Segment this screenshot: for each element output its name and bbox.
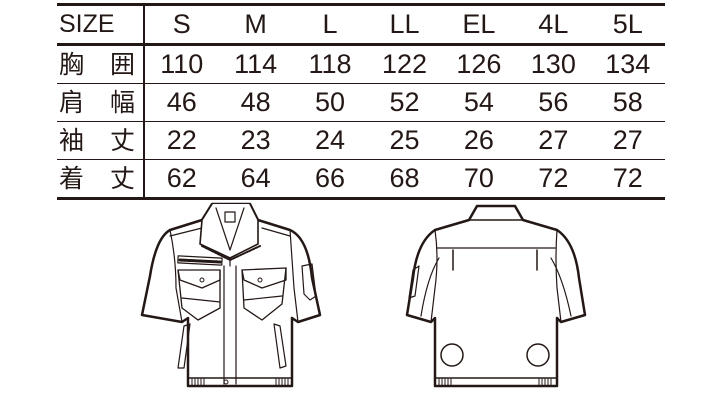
size-l: L — [292, 3, 368, 46]
length-value: 68 — [367, 159, 442, 200]
sleeve-label-char-1: 袖 — [59, 126, 85, 155]
jacket-back-illustration — [395, 198, 595, 400]
shoulder-row: 肩幅 46 48 50 52 54 56 58 — [57, 83, 665, 122]
chest-value: 118 — [292, 44, 368, 84]
sleeve-row: 袖丈 22 23 24 25 26 27 27 — [57, 121, 665, 160]
shoulder-value: 46 — [144, 83, 219, 122]
size-m: M — [218, 3, 293, 46]
chest-value: 114 — [218, 44, 293, 84]
chest-value: 110 — [144, 44, 219, 84]
size-5l: 5L — [590, 3, 665, 46]
size-header-label: SIZE — [57, 3, 145, 46]
shoulder-label-char-2: 幅 — [109, 88, 135, 117]
shoulder-value: 56 — [516, 83, 591, 122]
size-el: EL — [441, 3, 517, 46]
shoulder-value: 50 — [292, 83, 368, 122]
shoulder-value: 58 — [590, 83, 665, 122]
length-value: 64 — [218, 159, 293, 200]
shoulder-value: 48 — [218, 83, 293, 122]
sleeve-value: 22 — [144, 121, 219, 160]
shoulder-value: 54 — [441, 83, 517, 122]
chest-label-char-2: 囲 — [109, 50, 135, 79]
sleeve-value: 25 — [367, 121, 442, 160]
length-value: 70 — [441, 159, 517, 200]
shoulder-value: 52 — [367, 83, 442, 122]
length-value: 66 — [292, 159, 368, 200]
sleeve-label: 袖丈 — [57, 121, 145, 160]
chest-value: 126 — [441, 44, 517, 84]
sleeve-value: 23 — [218, 121, 293, 160]
length-label: 着丈 — [57, 159, 145, 200]
length-value: 72 — [590, 159, 665, 200]
length-value: 72 — [516, 159, 591, 200]
chest-label-char-1: 胸 — [59, 50, 85, 79]
chest-value: 122 — [367, 44, 442, 84]
size-s: S — [144, 3, 219, 46]
sleeve-value: 27 — [516, 121, 591, 160]
sleeve-value: 27 — [590, 121, 665, 160]
length-value: 62 — [144, 159, 219, 200]
chest-value: 130 — [516, 44, 591, 84]
sleeve-label-char-2: 丈 — [109, 126, 135, 155]
jacket-front-icon — [140, 202, 322, 388]
chest-value: 134 — [590, 44, 665, 84]
jacket-front-illustration — [140, 198, 340, 400]
length-row: 着丈 62 64 66 68 70 72 72 — [57, 159, 665, 200]
size-header-row: SIZE S M L LL EL 4L 5L — [57, 3, 665, 46]
sleeve-value: 26 — [441, 121, 517, 160]
chest-label: 胸囲 — [57, 44, 145, 84]
length-label-char-2: 丈 — [109, 164, 135, 193]
shoulder-label-char-1: 肩 — [59, 88, 85, 117]
size-4l: 4L — [516, 3, 591, 46]
size-chart-table: SIZE S M L LL EL 4L 5L 胸囲 110 114 118 12… — [57, 3, 665, 200]
chest-row: 胸囲 110 114 118 122 126 130 134 — [57, 44, 665, 84]
shoulder-label: 肩幅 — [57, 83, 145, 122]
sleeve-value: 24 — [292, 121, 368, 160]
size-ll: LL — [367, 3, 442, 46]
jacket-back-icon — [405, 204, 587, 388]
length-label-char-1: 着 — [59, 164, 85, 193]
